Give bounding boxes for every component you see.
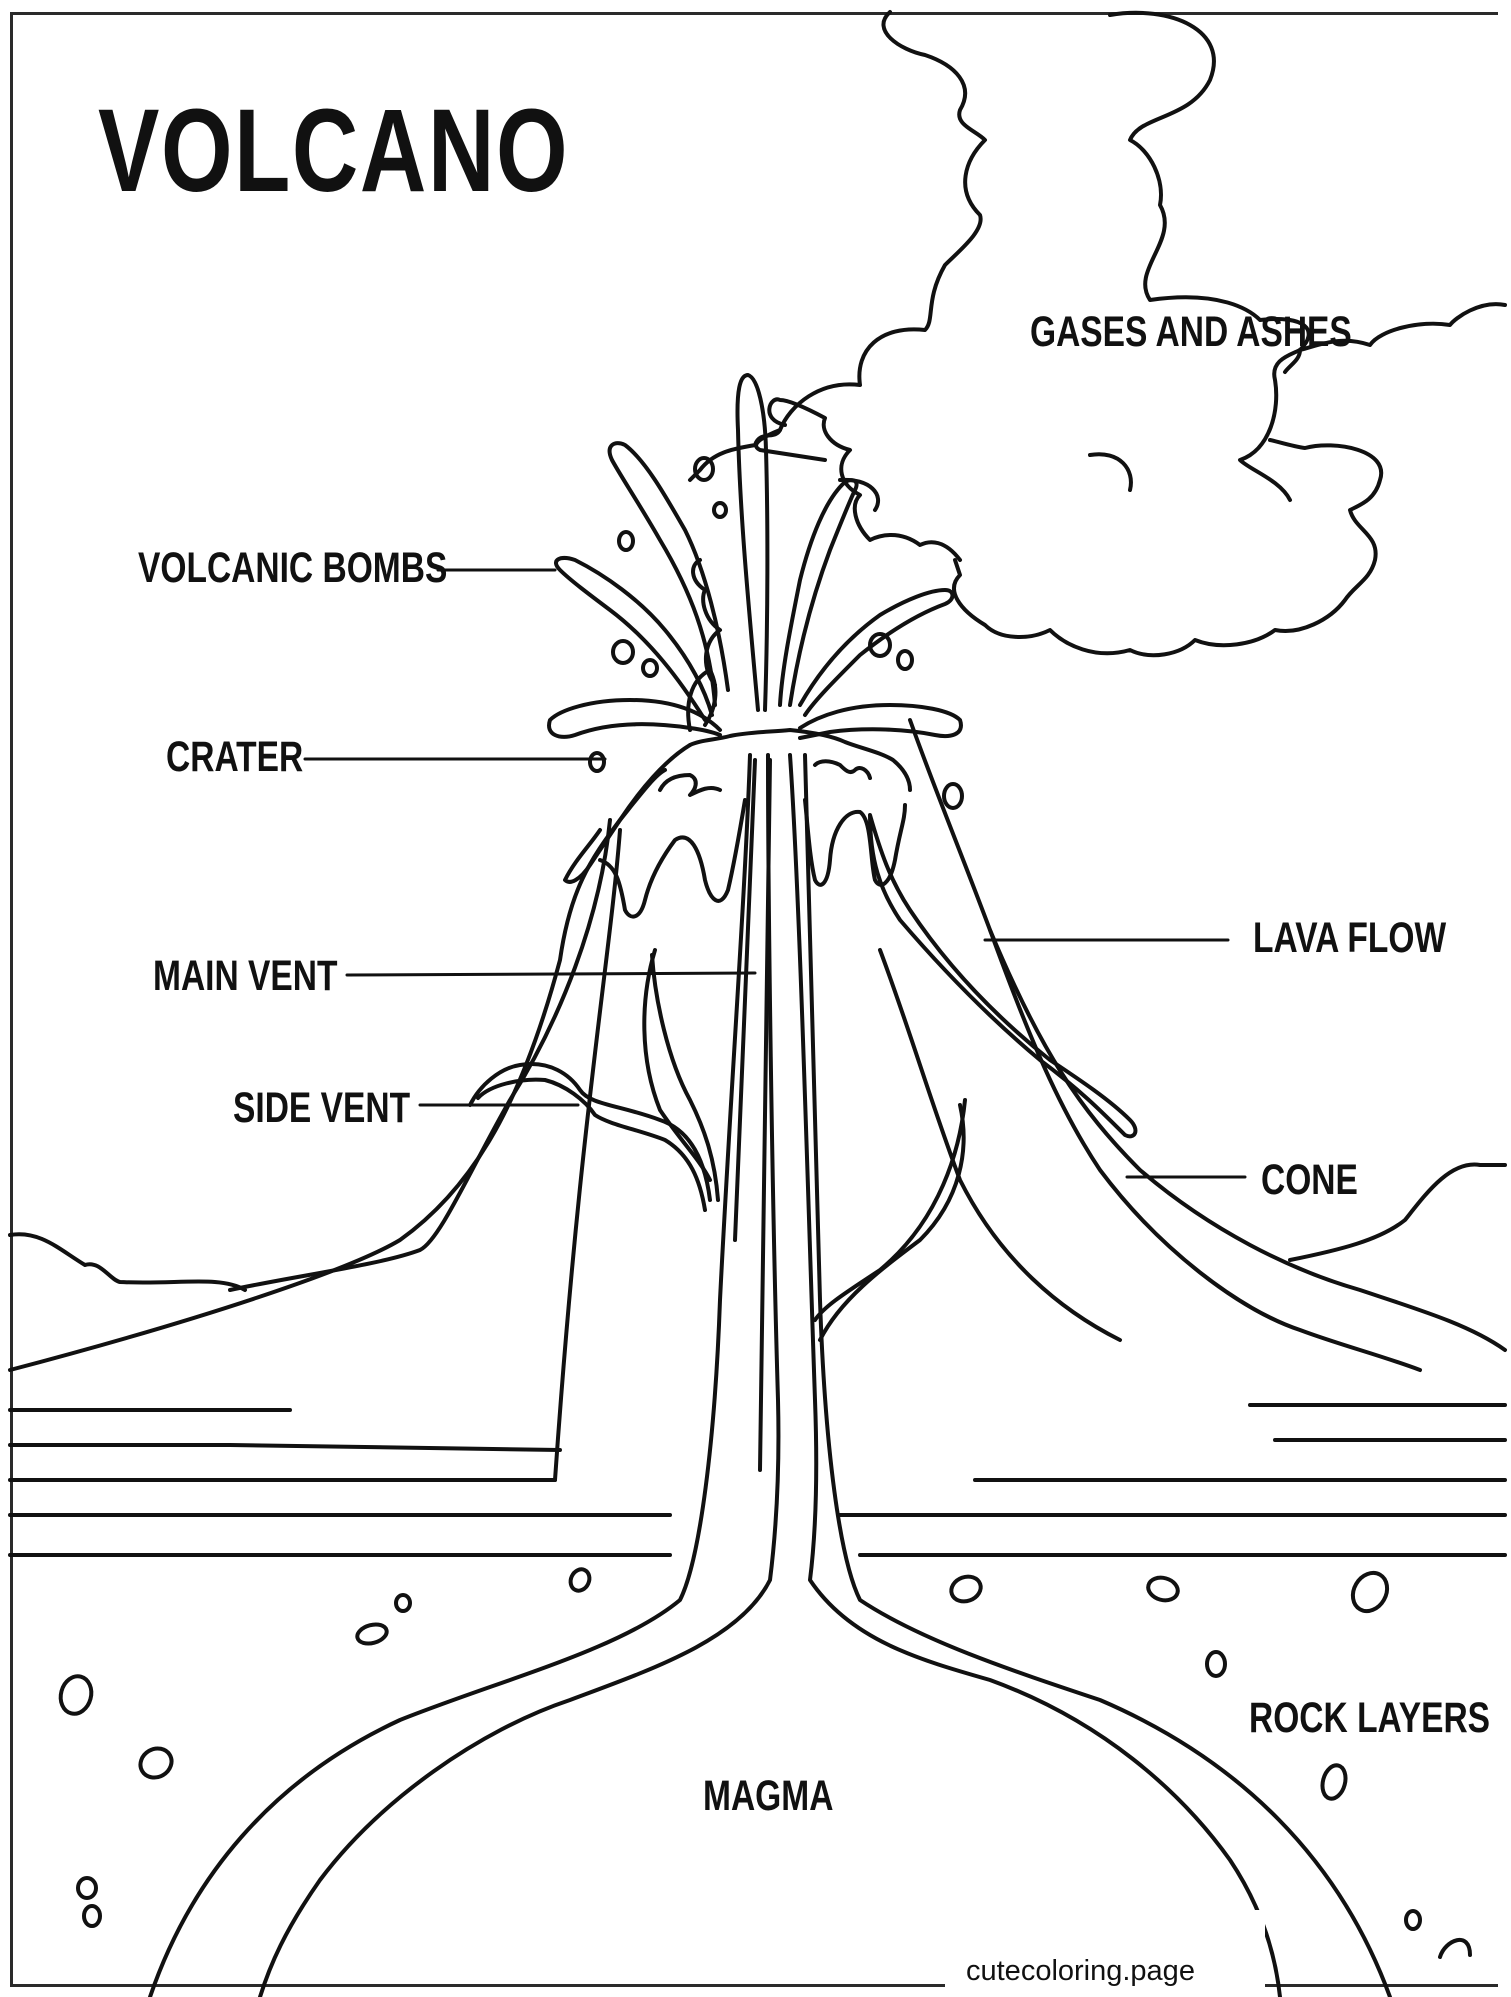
rock-pebbles [57,1566,1470,1957]
volcanic-bombs [549,375,961,738]
label-crater: CRATER [166,736,303,779]
page-title: VOLCANO [98,92,569,210]
ash-droplets [590,458,962,808]
label-lava-flow: LAVA FLOW [1253,917,1446,960]
label-magma: MAGMA [703,1775,833,1818]
label-volcanic-bombs: VOLCANIC BOMBS [138,547,447,590]
leader-lines [305,570,1245,1177]
label-main-vent: MAIN VENT [153,955,337,998]
ground-lines [10,1405,1505,1555]
label-cone: CONE [1261,1159,1358,1202]
site-credit: cutecoloring.page [966,1955,1195,1988]
crater [565,730,910,917]
label-side-vent: SIDE VENT [233,1087,410,1130]
label-gases-and-ashes: GASES AND ASHES [1030,311,1352,354]
label-rock-layers: ROCK LAYERS [1249,1697,1490,1740]
lava-flow [870,815,1135,1136]
